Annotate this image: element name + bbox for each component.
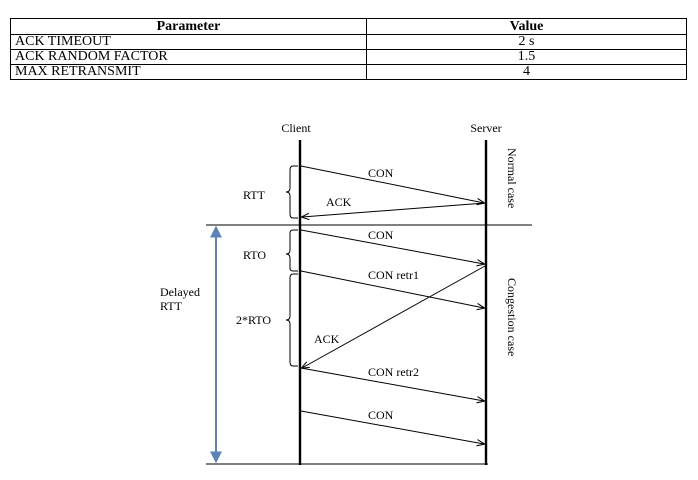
server-label: Server (470, 121, 501, 135)
rtt-brace (285, 165, 298, 219)
con-label-1: CON (368, 166, 394, 180)
table-row: ACK RANDOM FACTOR 1.5 (10, 49, 687, 65)
rto-label: RTO (243, 248, 266, 262)
con-arrow-2 (300, 229, 484, 264)
ack-label-1: ACK (326, 195, 352, 209)
parameters-table: Parameter Value ACK TIMEOUT 2 s ACK RAND… (10, 18, 687, 80)
ack-label-2: ACK (314, 332, 340, 346)
param-max-retransmit: MAX RETRANSMIT (10, 64, 367, 80)
con-label-3: CON (368, 408, 394, 422)
normal-case-label: Normal case (505, 148, 519, 208)
con-arrow-3 (300, 410, 484, 444)
rtt-label: RTT (243, 188, 266, 202)
con-retr2-label: CON retr2 (368, 365, 419, 379)
con-retr2-arrow (300, 367, 484, 401)
client-label: Client (281, 121, 311, 135)
param-ack-random-factor: ACK RANDOM FACTOR (10, 49, 367, 65)
two-rto-label: 2*RTO (236, 313, 271, 327)
con-arrow-1 (300, 165, 484, 203)
rto-brace (285, 229, 298, 272)
con-retr1-label: CON retr1 (368, 268, 419, 282)
delayed-rtt-label-line1: Delayed (160, 285, 200, 299)
ack-arrow-2 (302, 265, 486, 368)
table-row: MAX RETRANSMIT 4 (10, 64, 687, 80)
ack-arrow-1 (302, 202, 486, 217)
two-rto-brace (285, 273, 298, 367)
con-label-2: CON (368, 228, 394, 242)
delayed-rtt-label-line2: RTT (160, 299, 183, 313)
value-max-retransmit: 4 (366, 64, 687, 80)
con-retr1-arrow (300, 270, 484, 308)
congestion-case-label: Congestion case (505, 278, 519, 356)
